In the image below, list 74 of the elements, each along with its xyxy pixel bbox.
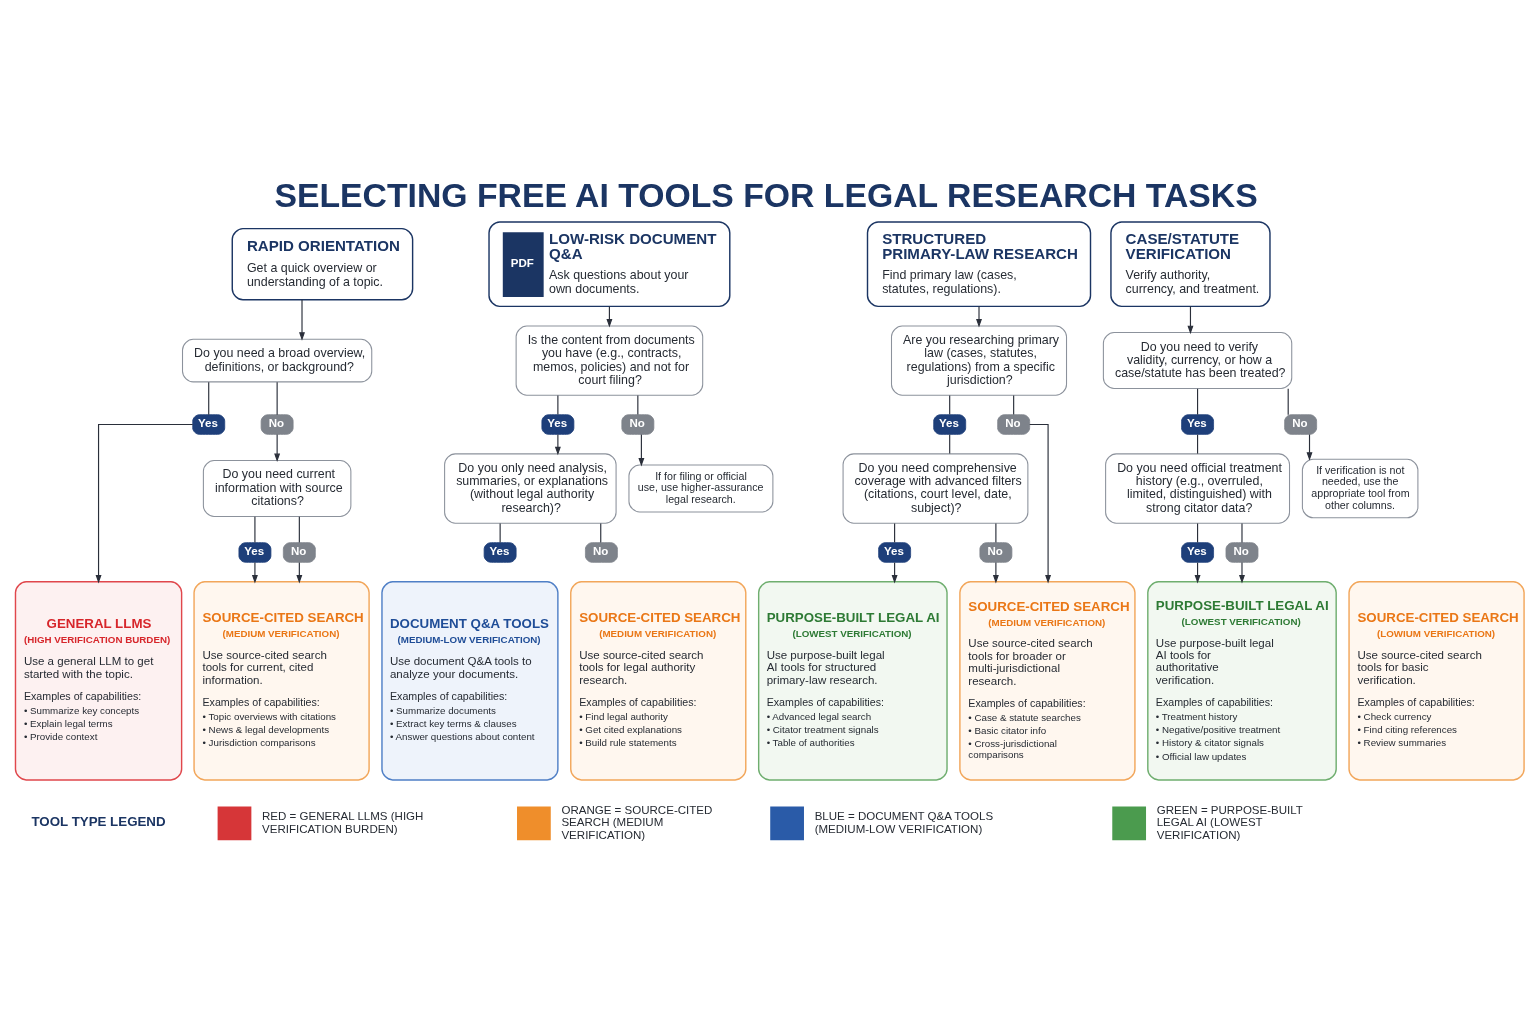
label: TOOL TYPE LEGEND (31, 813, 166, 829)
node-box: Do you need to verify validity, currency, or how a case/statute has been treated? (1102, 331, 1293, 389)
arrow (274, 433, 281, 462)
arrow (1187, 305, 1194, 334)
arrow (554, 433, 561, 455)
arrow (992, 561, 999, 583)
connector (1197, 387, 1199, 415)
node-box: Are you researching primary law (cases, statutes, regulations) from a specific jurisdiction? (890, 324, 1068, 396)
connector (499, 522, 501, 543)
node-box: RAPID ORIENTATION Get a quick overview or understanding of a topic. (231, 227, 414, 300)
connector (894, 522, 896, 543)
connector (557, 394, 559, 415)
connector (949, 394, 951, 415)
node-box: Yes (238, 541, 272, 563)
node-box: No (997, 413, 1031, 435)
connector (1287, 387, 1289, 415)
node-box: CASE/STATUTE VERIFICATION Verify authority, currency, and treatment. (1110, 220, 1271, 307)
node-box: PURPOSE-BUILT LEGAL AI (LOWEST VERIFICATION) Use purpose-built legal AI tools for authoritative verification. Examples of capabilities: • Treatment history • Negative/positive treatment • History & citator signals • Official law updates (1147, 580, 1337, 781)
node-box: If verification is not needed, use the appropriate tool from other columns. (1301, 458, 1419, 518)
arrow (976, 305, 982, 328)
connector (1013, 394, 1015, 415)
connector (1241, 522, 1243, 543)
node-box: Do you need comprehensive coverage with advanced filters (citations, court level, date, subject)? (842, 452, 1029, 524)
connector (1197, 433, 1199, 454)
arrow (638, 433, 645, 467)
node-box: No (260, 413, 294, 435)
node-box: Do you need a broad overview, definitions, or background? (181, 338, 373, 382)
node-box: No (621, 413, 655, 435)
node-box: DOCUMENT Q&A TOOLS (MEDIUM-LOW VERIFICATION) Use document Q&A tools to analyze your documents. Examples of capabilities: • Summarize documents • Extract key terms & clauses • Answer questions about content (381, 580, 559, 781)
node-box: SOURCE-CITED SEARCH (MEDIUM VERIFICATION) Use source-cited search tools for current, cited information. Examples of capabilities: • Topic overviews with citations • News & legal developments • Jurisdiction comparisons (193, 580, 370, 781)
connector (1197, 522, 1199, 543)
node-box: PURPOSE-BUILT LEGAL AI (LOWEST VERIFICATION) Use purpose-built legal AI tools for structured primary-law research. Examples of capabilities: • Advanced legal search • Citator treatment signals • Table of authorities (757, 580, 948, 781)
node-box: SOURCE-CITED SEARCH (MEDIUM VERIFICATION) Use source-cited search tools for legal authority research. Examples of capabilities: • Find legal authority • Get cited explanations • Build rule statements (570, 580, 747, 781)
node-box: Yes (1181, 413, 1214, 435)
arrow (1029, 423, 1052, 583)
diagram-title: SELECTING FREE AI TOOLS FOR LEGAL RESEARCH TASKS (274, 175, 1258, 214)
node-box: Yes (1181, 541, 1214, 563)
legend-label: BLUE = DOCUMENT Q&A TOOLS (MEDIUM-LOW VERIFICATION) (814, 809, 994, 835)
arrow (251, 561, 258, 583)
arrow (95, 423, 194, 583)
connector (949, 433, 951, 454)
node-box: GENERAL LLMS (HIGH VERIFICATION BURDEN) Use a general LLM to get started with the topic. Examples of capabilities: • Summarize key concepts • Explain legal terms • Provide context (14, 580, 183, 781)
connector (276, 381, 278, 415)
node-box: No (979, 541, 1013, 563)
node-box: Yes (878, 541, 912, 563)
connector (298, 515, 300, 543)
legend-label: GREEN = PURPOSE-BUILT LEGAL AI (LOWEST VERIFICATION) (1156, 803, 1303, 841)
connector (208, 381, 210, 415)
connector (600, 522, 602, 543)
node-box: Do you need official treatment history (e.g., overruled, limited, distinguished) with strong citator data? (1105, 452, 1291, 524)
connector (254, 515, 256, 543)
legend-label: RED = GENERAL LLMS (HIGH VERIFICATION BURDEN) (262, 809, 424, 835)
node-box: Yes (541, 413, 575, 435)
node-box: STRUCTURED PRIMARY-LAW RESEARCH Find primary law (cases, statutes, regulations). (866, 220, 1092, 307)
node-box: Yes (192, 413, 226, 435)
node-box: SOURCE-CITED SEARCH (LOWIUM VERIFICATION) Use source-cited search tools for basic verification. Examples of capabilities: • Check currency • Find citing references • Review summaries (1348, 580, 1525, 781)
arrow (1239, 561, 1245, 583)
node-box: Is the content from documents you have (e.g., contracts, memos, policies) and not for court filing? (515, 324, 704, 396)
node-box: Do you only need analysis, summaries, or explanations (without legal authority research)? (444, 452, 617, 524)
arrow (1306, 433, 1313, 461)
node-box: Yes (483, 541, 517, 563)
arrow (299, 298, 305, 341)
node-box: No (584, 541, 618, 563)
node-box: PDF LOW-RISK DOCUMENT Q&A Ask questions about your own documents. (488, 220, 731, 307)
node-box: Do you need current information with source citations? (202, 459, 352, 517)
legend-label: ORANGE = SOURCE-CITED SEARCH (MEDIUM VERIFICATION) (561, 803, 713, 841)
node-box: No (1225, 541, 1259, 563)
node-box: No (1284, 413, 1318, 435)
connector (995, 522, 997, 543)
node-box: SOURCE-CITED SEARCH (MEDIUM VERIFICATION) Use source-cited search tools for broader or multi-jurisdictional research. Examples of capabilities: • Case & statute searches • Basic citator info • Cross-jurisdictional comparisons (959, 580, 1136, 781)
connector (637, 394, 639, 415)
node-box: Yes (933, 413, 967, 435)
node-box: If for filing or official use, use higher-assurance legal research. (628, 463, 774, 513)
node-box: No (282, 541, 316, 563)
